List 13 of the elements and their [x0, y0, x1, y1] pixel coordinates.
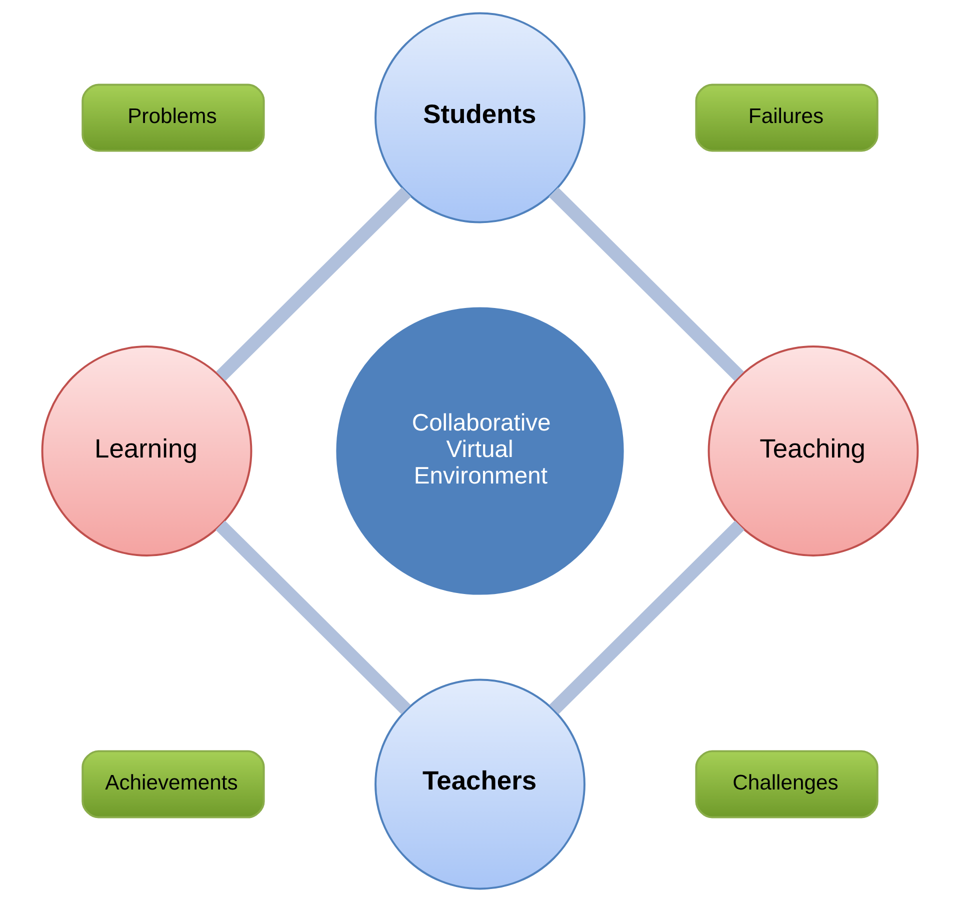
node-box: Challenges: [694, 750, 878, 818]
connector: [215, 520, 410, 714]
node-circle: Collaborative Virtual Environment: [336, 307, 624, 595]
node-circle: Learning: [40, 346, 252, 556]
node-box: Problems: [81, 84, 264, 152]
node-circle: Students: [374, 12, 585, 224]
connector: [216, 187, 411, 382]
node-box: Achievements: [81, 750, 264, 818]
connector: [548, 520, 744, 714]
node-box: Failures: [694, 84, 878, 152]
node-circle: Teachers: [374, 678, 585, 890]
node-circle: Teaching: [707, 346, 918, 556]
connector: [548, 187, 744, 382]
